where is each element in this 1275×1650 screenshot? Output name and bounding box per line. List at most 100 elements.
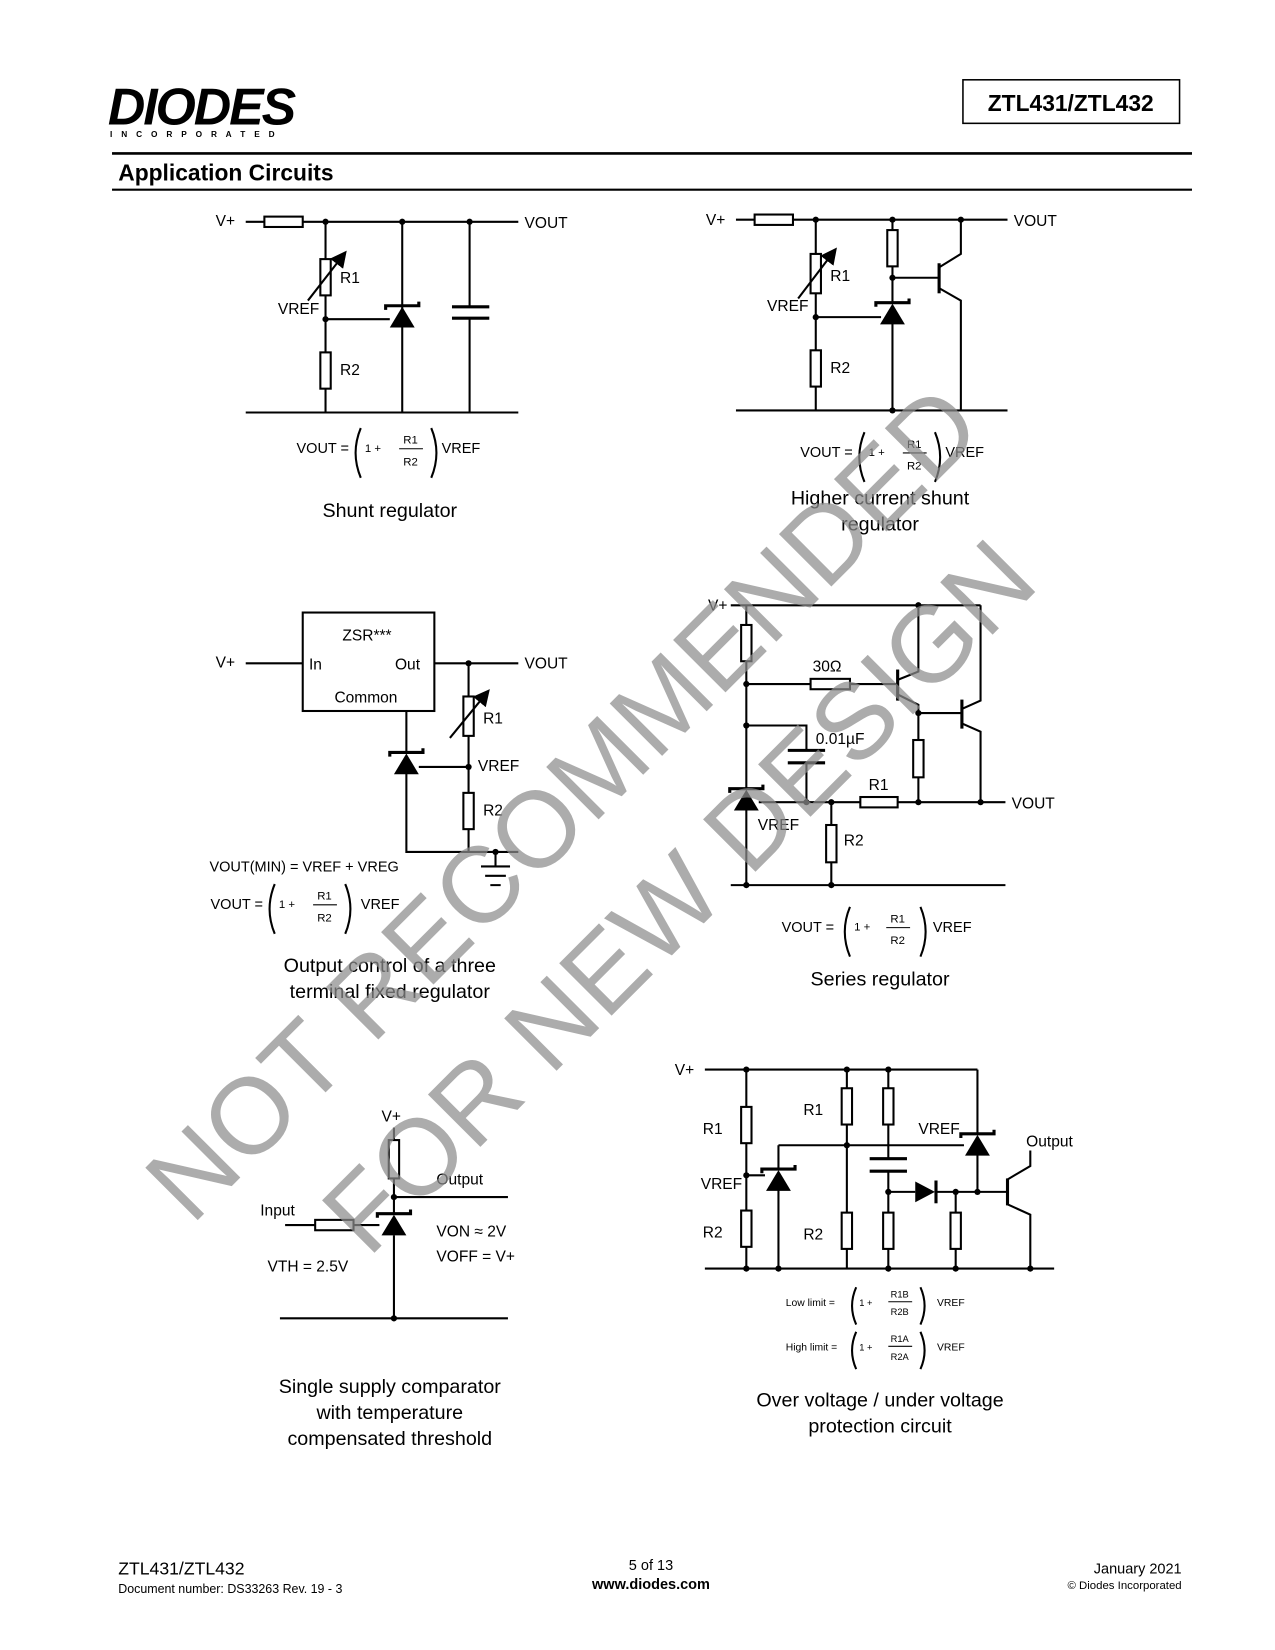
part-number: ZTL431/ZTL432	[988, 90, 1154, 116]
formula-one-plus: 1 +	[854, 922, 870, 934]
vref-label: VREF	[478, 758, 519, 775]
caption-line3: compensated threshold	[287, 1428, 492, 1450]
capacitor	[869, 1157, 907, 1173]
footer-page: 5 of 13	[629, 1558, 673, 1574]
circuit-comparator: V+ Output Input VON ≈ 2V VOFF = V+ VTH =…	[260, 1108, 515, 1449]
capacitor	[787, 748, 826, 765]
section-title: Application Circuits	[118, 159, 333, 185]
formula-low-limit: Low limit = 1 + R1B R2B VREF	[786, 1286, 965, 1325]
vref-left-label: VREF	[701, 1176, 742, 1193]
formula: VOUT = 1 + R1 R2 VREF	[210, 883, 400, 935]
caption-line1: Higher current shunt	[791, 488, 970, 510]
vref-label: VREF	[278, 301, 319, 318]
input-label: Input	[260, 1203, 295, 1220]
formula-lhs: VOUT =	[297, 441, 350, 457]
formula-denominator: R2	[317, 912, 332, 924]
zener-reference-icon	[874, 298, 911, 325]
formula-lhs: Low limit =	[786, 1298, 835, 1309]
formula-numerator: R1	[890, 913, 905, 925]
formula-rhs: VREF	[442, 441, 481, 457]
logo-subtext: I N C O R P O R A T E D	[110, 129, 278, 139]
caption-line1: Output control of a three	[284, 955, 496, 977]
r1-label: R1	[869, 777, 889, 794]
formula: VOUT = 1 + R1 R2 VREF	[800, 431, 984, 483]
formula-denominator: R2	[907, 461, 922, 473]
vplus-label: V+	[216, 654, 235, 671]
vref-label: VREF	[758, 817, 799, 834]
capacitor-label: 0.01µF	[816, 731, 865, 748]
vth-label: VTH = 2.5V	[267, 1259, 348, 1276]
footer: ZTL431/ZTL432 Document number: DS33263 R…	[118, 1558, 1181, 1596]
vplus-label: V+	[708, 597, 727, 614]
r2-label: R2	[830, 360, 850, 377]
formula-denominator: R2B	[891, 1307, 909, 1317]
formula-lhs: High limit =	[786, 1342, 838, 1353]
output-label: Output	[436, 1172, 483, 1189]
footer-website[interactable]: www.diodes.com	[591, 1577, 710, 1593]
vref-label: VREF	[767, 298, 808, 315]
zsr-regulator-block	[301, 611, 436, 713]
footer-date: January 2021	[1094, 1561, 1182, 1577]
r2-label: R2	[340, 362, 360, 379]
caption-line2: protection circuit	[808, 1415, 952, 1437]
circuit-higher-current-shunt: V+ VOUT R1 VREF R2 VOUT = 1 + R1 R2 VREF…	[706, 212, 1057, 536]
formula-one-plus: 1 +	[869, 447, 885, 459]
r1-mid-label: R1	[803, 1102, 823, 1119]
watermark: NOT RECOMMENDED FOR NEW DESIGN	[122, 363, 1057, 1276]
circuit-series-regulator: V+ 30Ω 0.01µF R1 VOUT VREF R2 VOUT = 1 +…	[708, 597, 1055, 990]
footer-doc-number: Document number: DS33263 Rev. 19 - 3	[118, 1582, 342, 1596]
r2-label: R2	[483, 803, 503, 820]
resistor-r2	[319, 351, 332, 390]
vout-label: VOUT	[525, 655, 569, 672]
logo-text: DIODES	[108, 77, 297, 135]
zener-reference-icon	[375, 1209, 413, 1236]
vplus-label: V+	[706, 212, 725, 229]
resistor	[263, 215, 304, 229]
vplus-label: V+	[382, 1108, 401, 1125]
caption-line1: Single supply comparator	[279, 1376, 502, 1398]
resistor-30ohm-label: 30Ω	[813, 659, 842, 676]
r1-label: R1	[483, 710, 503, 727]
formula-one-plus: 1 +	[859, 1298, 872, 1308]
caption-line2: terminal fixed regulator	[290, 981, 491, 1003]
caption-line1: Over voltage / under voltage	[756, 1389, 1003, 1411]
block-common-label: Common	[334, 690, 397, 707]
formula-min: VOUT(MIN) = VREF + VREG	[209, 860, 398, 876]
formula-rhs: VREF	[937, 1298, 965, 1309]
zener-reference-icon	[728, 784, 765, 811]
r1-label: R1	[830, 268, 850, 285]
r2-mid-label: R2	[803, 1227, 823, 1244]
formula-lhs: VOUT =	[210, 897, 263, 913]
zener-reference-icon	[388, 748, 425, 775]
formula-one-plus: 1 +	[859, 1342, 872, 1352]
formula-high-limit: High limit = 1 + R1A R2A VREF	[786, 1331, 965, 1370]
footer-part: ZTL431/ZTL432	[118, 1558, 244, 1578]
formula-denominator: R2	[890, 935, 905, 947]
voff-label: VOFF = V+	[436, 1248, 515, 1265]
diodes-logo: DIODES I N C O R P O R A T E D	[108, 77, 299, 139]
r1-left-label: R1	[703, 1121, 723, 1138]
output-label: Output	[1026, 1133, 1073, 1150]
block-out-label: Out	[395, 657, 421, 674]
formula-denominator: R2A	[891, 1352, 910, 1362]
formula-numerator: R1B	[891, 1290, 909, 1300]
von-label: VON ≈ 2V	[436, 1223, 506, 1240]
vplus-label: V+	[216, 213, 235, 230]
formula: VOUT = 1 + R1 R2 VREF	[297, 427, 481, 479]
circuit-output-control: ZSR*** In Out Common V+ VOUT R1 VREF R2 …	[209, 611, 569, 1003]
part-number-box	[962, 79, 1181, 125]
formula-numerator: R1	[403, 435, 418, 447]
formula-lhs: VOUT =	[782, 920, 835, 936]
diode-icon	[915, 1180, 938, 1204]
capacitor	[451, 305, 490, 320]
zener-reference-icon	[760, 1164, 797, 1191]
footer-copyright: © Diodes Incorporated	[1067, 1580, 1181, 1592]
zener-reference-icon	[384, 301, 421, 328]
caption: Shunt regulator	[322, 500, 457, 522]
formula-rhs: VREF	[945, 445, 984, 461]
vout-label: VOUT	[1012, 795, 1056, 812]
formula-denominator: R2	[403, 456, 418, 468]
block-in-label: In	[309, 657, 322, 674]
formula-lhs: VOUT =	[800, 445, 853, 461]
